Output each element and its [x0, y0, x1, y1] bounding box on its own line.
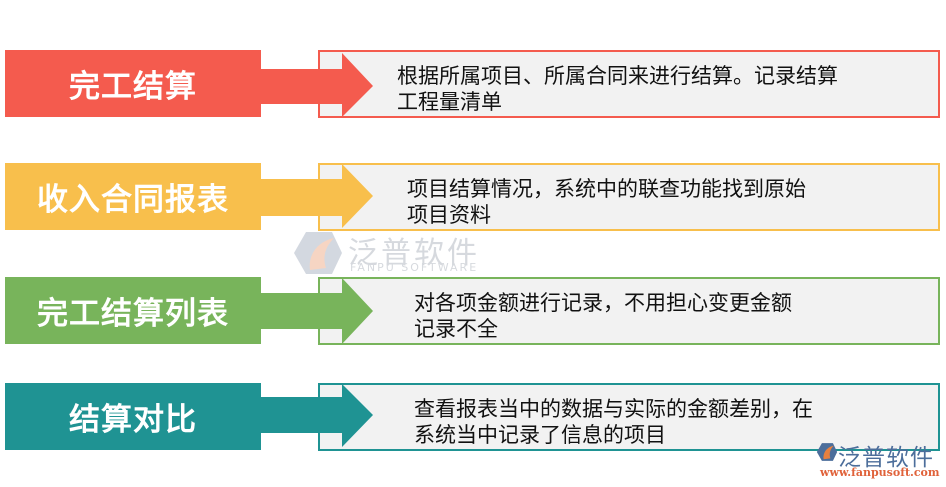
step-description: 项目结算情况，系统中的联查功能找到原始 项目资料 — [407, 176, 806, 228]
step-description: 对各项金额进行记录，不用担心变更金额 记录不全 — [414, 290, 792, 342]
step-label-box: 结算对比 — [5, 383, 261, 450]
process-row-1: 完工结算 根据所属项目、所属合同来进行结算。记录结算 工程量清单 — [0, 50, 946, 118]
corner-logo-url: www.fanpusoft.com — [820, 466, 940, 479]
arrow-right-icon — [256, 278, 373, 344]
step-description: 根据所属项目、所属合同来进行结算。记录结算 工程量清单 — [397, 63, 838, 115]
watermark: 泛普软件 FANPU SOFTWARE — [292, 228, 492, 276]
description-line-1: 对各项金额进行记录，不用担心变更金额 — [414, 291, 792, 315]
arrow-right-icon — [256, 384, 373, 447]
description-line-2: 项目资料 — [407, 203, 491, 227]
arrow-right-icon — [256, 164, 373, 228]
fanpu-logo-icon — [816, 443, 838, 461]
description-line-1: 根据所属项目、所属合同来进行结算。记录结算 — [397, 64, 838, 88]
process-row-4: 结算对比 查看报表当中的数据与实际的金额差别，在 系统当中记录了信息的项目 — [0, 383, 946, 451]
description-line-2: 工程量清单 — [397, 90, 502, 114]
step-label: 结算对比 — [69, 402, 197, 438]
process-row-3: 完工结算列表 对各项金额进行记录，不用担心变更金额 记录不全 — [0, 277, 946, 345]
step-description-box: 项目结算情况，系统中的联查功能找到原始 项目资料 — [318, 163, 940, 231]
description-line-1: 项目结算情况，系统中的联查功能找到原始 — [407, 177, 806, 201]
watermark-subtitle: FANPU SOFTWARE — [350, 261, 479, 274]
step-label-box: 收入合同报表 — [5, 163, 261, 230]
step-label: 完工结算列表 — [37, 296, 229, 332]
arrow-right-icon — [256, 53, 373, 117]
description-line-2: 记录不全 — [414, 317, 498, 341]
watermark-title: 泛普软件 — [348, 236, 480, 271]
description-line-1: 查看报表当中的数据与实际的金额差别，在 — [414, 397, 813, 421]
step-description-box: 对各项金额进行记录，不用担心变更金额 记录不全 — [318, 277, 940, 345]
corner-logo: 泛普软件 www.fanpusoft.com — [816, 440, 944, 484]
process-row-2: 收入合同报表 项目结算情况，系统中的联查功能找到原始 项目资料 — [0, 163, 946, 231]
step-label: 完工结算 — [69, 69, 197, 105]
corner-logo-title: 泛普软件 — [838, 445, 934, 471]
step-description-box: 查看报表当中的数据与实际的金额差别，在 系统当中记录了信息的项目 — [318, 383, 940, 451]
description-line-2: 系统当中记录了信息的项目 — [414, 423, 666, 447]
step-label: 收入合同报表 — [37, 182, 229, 218]
step-description: 查看报表当中的数据与实际的金额差别，在 系统当中记录了信息的项目 — [414, 396, 813, 448]
step-label-box: 完工结算 — [5, 50, 261, 117]
fanpu-logo-icon — [294, 232, 342, 274]
step-label-box: 完工结算列表 — [5, 277, 261, 344]
step-description-box: 根据所属项目、所属合同来进行结算。记录结算 工程量清单 — [318, 50, 940, 118]
